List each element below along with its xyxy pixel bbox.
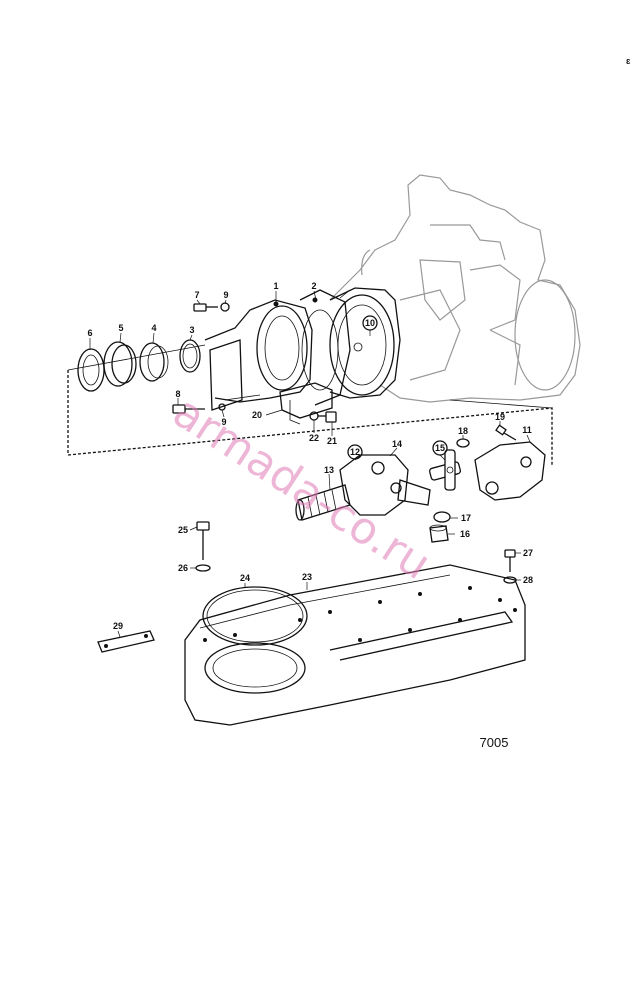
engine-outline (329, 174, 581, 403)
label-circles (347, 315, 448, 460)
label-12: 12 (350, 447, 360, 457)
label-5: 5 (118, 323, 123, 333)
assembly-boundary (67, 344, 553, 466)
label-21: 21 (327, 436, 337, 446)
base-cover (184, 564, 526, 726)
flywheel-housing (329, 287, 401, 399)
label-22: 22 (309, 433, 319, 443)
bearing-caps (429, 511, 451, 543)
label-18: 18 (458, 426, 468, 436)
label-17: 17 (461, 513, 471, 523)
seal-rings (77, 339, 201, 392)
label-20: 20 (252, 410, 262, 420)
part-labels: 1 2 3 4 5 6 7 8 9 9 10 11 12 13 14 15 16… (87, 281, 533, 631)
label-23: 23 (302, 572, 312, 582)
label-27: 27 (523, 548, 533, 558)
label-3: 3 (189, 325, 194, 335)
sealing-ring (202, 586, 308, 646)
label-14: 14 (392, 439, 402, 449)
label-6: 6 (87, 328, 92, 338)
reference-number: 7005 (480, 735, 509, 750)
label-29: 29 (113, 621, 123, 631)
label-8: 8 (175, 389, 180, 399)
label-1: 1 (273, 281, 278, 291)
plate (97, 630, 155, 653)
label-2: 2 (311, 281, 316, 291)
corner-mark: ɛ (626, 56, 631, 66)
output-yoke (474, 424, 546, 501)
cross-joint (428, 438, 470, 491)
label-9-upper: 9 (223, 290, 228, 300)
label-10: 10 (365, 318, 375, 328)
label-11: 11 (522, 425, 532, 435)
label-24: 24 (240, 573, 250, 583)
label-16: 16 (460, 529, 470, 539)
label-7: 7 (194, 290, 199, 300)
label-28: 28 (523, 575, 533, 585)
label-15: 15 (435, 443, 445, 453)
label-13: 13 (324, 465, 334, 475)
label-9-lower: 9 (221, 417, 226, 427)
drive-shaft (295, 454, 431, 521)
label-25: 25 (178, 525, 188, 535)
label-26: 26 (178, 563, 188, 573)
label-19: 19 (495, 412, 505, 422)
label-4: 4 (151, 323, 156, 333)
adapter-housing (204, 289, 351, 411)
leader-lines (89, 290, 531, 638)
